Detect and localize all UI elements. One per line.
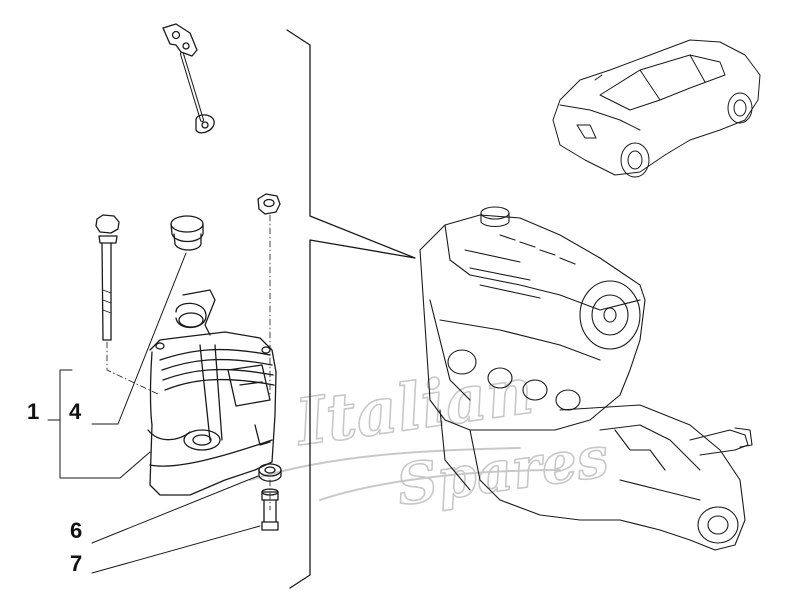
link-rod	[162, 23, 215, 134]
callout-4: 4	[69, 399, 82, 424]
callout-6: 6	[70, 518, 83, 543]
engine-block	[419, 206, 753, 551]
callout-leaders	[47, 252, 261, 574]
nut-part	[257, 193, 281, 215]
watermark: Italian Spares	[249, 353, 613, 520]
car-thumbnail	[552, 39, 761, 178]
callout-1: 1	[27, 399, 40, 424]
short-bolt	[261, 488, 279, 531]
long-bolt	[95, 214, 120, 341]
engine-mount	[147, 289, 277, 496]
washer-part	[258, 463, 282, 482]
cap-part	[170, 215, 204, 251]
group-bracket	[286, 29, 416, 589]
callout-7: 7	[70, 551, 83, 576]
